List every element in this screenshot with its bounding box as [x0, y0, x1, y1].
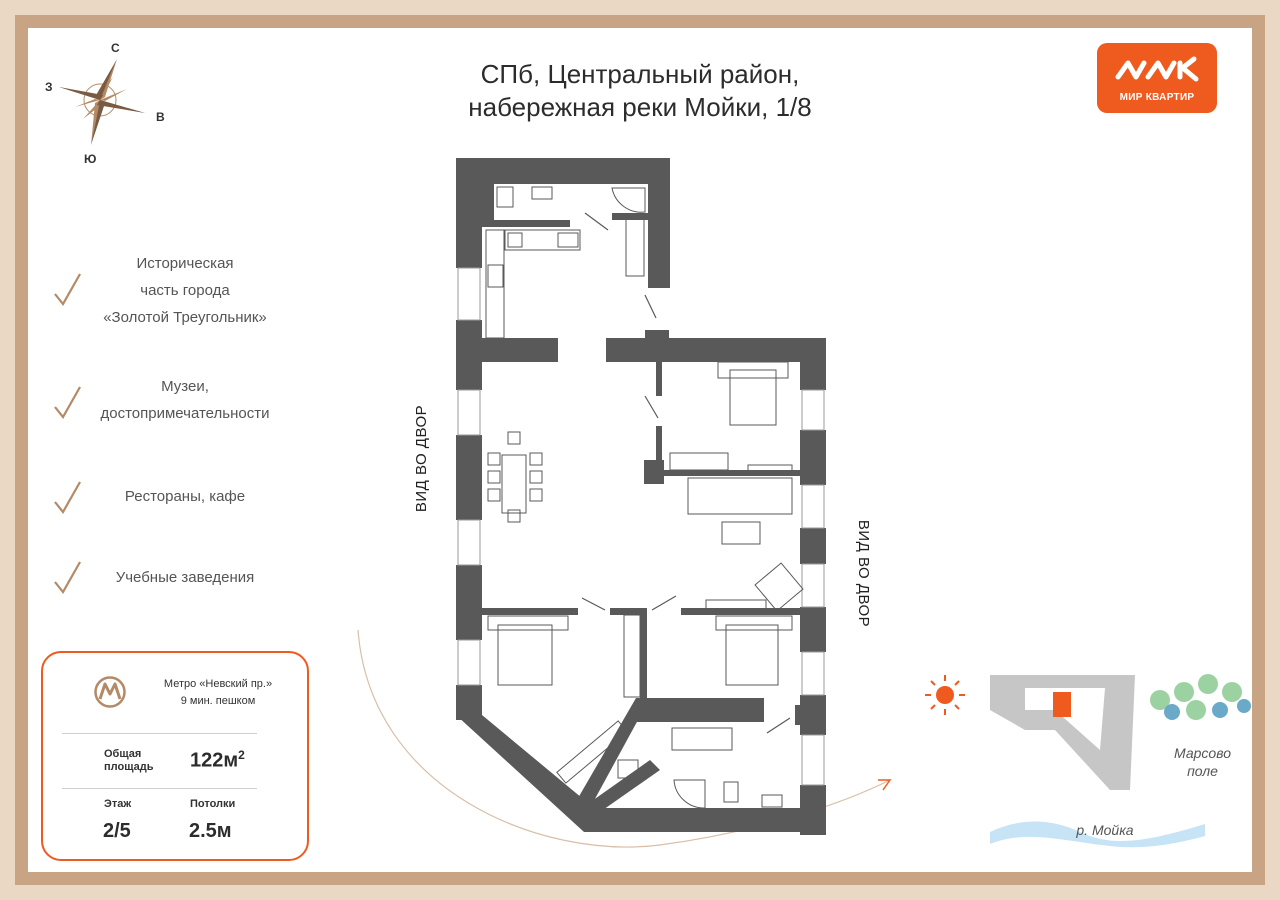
- feature-line: Рестораны, кафе: [124, 488, 246, 505]
- check-icon: [54, 561, 81, 594]
- ceiling-label: Потолки: [190, 798, 236, 810]
- sun-path: [357, 629, 892, 848]
- metro-icon: [94, 676, 126, 708]
- check-icon: [54, 481, 81, 514]
- ceiling-value: 2.5м: [189, 820, 232, 842]
- area-label-line: площадь: [104, 761, 154, 773]
- page-title: СПб, Центральный район, набережная реки …: [400, 58, 880, 124]
- compass-north: С: [111, 41, 120, 55]
- feature-line: достопримечательности: [100, 405, 270, 422]
- title-line-2: набережная реки Мойки, 1/8: [468, 92, 812, 122]
- area-unit-sup: 2: [238, 748, 245, 762]
- brand-logo: МИР КВАРТИР: [1097, 43, 1217, 113]
- check-icon: [54, 273, 81, 306]
- logo-mark-icon: [1115, 56, 1199, 82]
- area-number: 122м: [190, 749, 239, 772]
- check-icon: [54, 386, 81, 419]
- feature-line: «Золотой Треугольник»: [103, 309, 267, 326]
- feature-line: Учебные заведения: [115, 569, 255, 586]
- sun-icon: [925, 675, 965, 715]
- area-value: 122м2: [190, 748, 245, 773]
- feature-education: Учебные заведения: [70, 564, 300, 591]
- metro-walk-time: 9 мин. пешком: [180, 695, 256, 707]
- divider: [62, 733, 257, 734]
- park-label: Марсово поле: [1160, 744, 1245, 780]
- moon-icon: [349, 601, 367, 635]
- compass-west: З: [45, 80, 53, 94]
- floor-label: Этаж: [104, 798, 132, 810]
- info-card: Метро «Невский пр.» 9 мин. пешком: [41, 651, 309, 861]
- location-map: [990, 675, 1135, 790]
- floor-value: 2/5: [103, 820, 131, 842]
- floor-plan: [456, 158, 826, 835]
- feature-line: Историческая: [136, 255, 234, 272]
- river-label: р. Мойка: [1076, 822, 1134, 838]
- park-label-line: Марсово: [1174, 745, 1231, 761]
- compass-south: Ю: [84, 152, 97, 166]
- divider: [62, 788, 257, 789]
- metro-station: Метро «Невский пр.»: [163, 678, 273, 690]
- feature-historic: Историческая часть города «Золотой Треуг…: [70, 250, 300, 331]
- feature-restaurants: Рестораны, кафе: [70, 483, 300, 510]
- view-label-right: ВИД ВО ДВОР: [855, 519, 873, 628]
- park-trees-icon: [1150, 674, 1251, 720]
- view-label-left: ВИД ВО ДВОР: [413, 404, 431, 513]
- river: [990, 821, 1205, 848]
- area-label-line: Общая: [104, 748, 142, 760]
- title-line-1: СПб, Центральный район,: [480, 59, 800, 89]
- logo-text: МИР КВАРТИР: [1119, 92, 1195, 103]
- park-label-line: поле: [1187, 763, 1218, 779]
- area-label: Общая площадь: [104, 748, 153, 774]
- compass-east: В: [156, 110, 165, 124]
- feature-line: Музеи,: [161, 378, 209, 395]
- compass-rose-icon: [59, 59, 145, 145]
- feature-line: часть города: [140, 282, 230, 299]
- feature-museums: Музеи, достопримечательности: [70, 373, 300, 427]
